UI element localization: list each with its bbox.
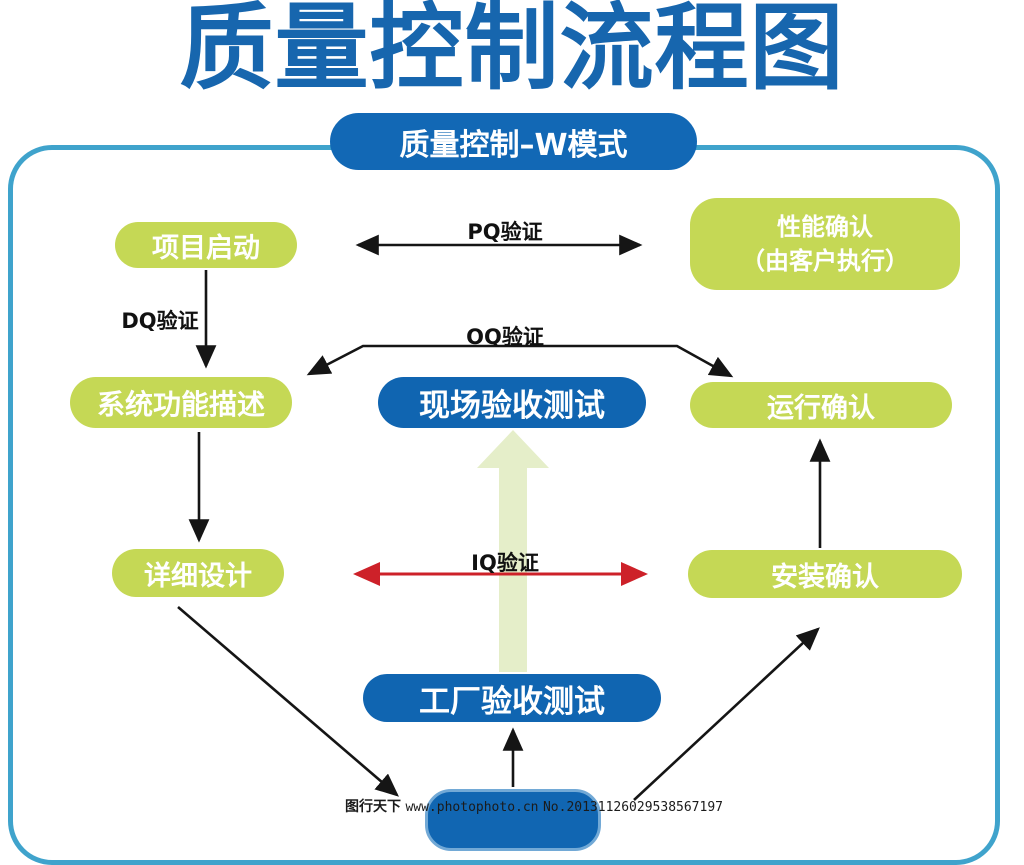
node-site-acceptance-test: 现场验收测试	[378, 377, 646, 428]
node-performance-line1: 性能确认	[777, 213, 873, 241]
watermark-url: www.photophoto.cn	[405, 800, 539, 815]
node-detailed-design: 详细设计	[112, 549, 284, 597]
oq-label: OQ验证	[466, 325, 544, 349]
pq-label: PQ验证	[467, 220, 543, 244]
node-system-function-label: 系统功能描述	[96, 387, 265, 421]
node-detailed-design-label: 详细设计	[144, 560, 252, 592]
node-project-start: 项目启动	[115, 222, 297, 268]
node-installation-confirm-label: 安装确认	[771, 561, 879, 593]
node-operation-confirm-label: 运行确认	[767, 392, 875, 424]
subtitle-text: 质量控制–W模式	[399, 127, 628, 163]
page-title: 质量控制流程图	[179, 0, 845, 103]
node-factory-acceptance-test: 工厂验收测试	[363, 674, 661, 722]
node-performance-line2: （由客户执行）	[741, 247, 909, 275]
dq-label: DQ验证	[121, 309, 199, 333]
node-site-acceptance-label: 现场验收测试	[419, 388, 605, 424]
iq-label: IQ验证	[471, 551, 539, 575]
subtitle-badge: 质量控制–W模式	[330, 113, 697, 170]
node-factory-acceptance-label: 工厂验收测试	[419, 683, 605, 720]
watermark-site: 图行天下	[345, 799, 401, 815]
node-operation-confirm: 运行确认	[690, 382, 952, 428]
node-performance-confirm: 性能确认 （由客户执行）	[690, 198, 960, 290]
watermark-serial: No.20131126029538567197	[542, 800, 723, 815]
node-installation-confirm: 安装确认	[688, 550, 962, 598]
watermark: 图行天下 www.photophoto.cn No.20131126029538…	[345, 796, 745, 816]
node-system-function: 系统功能描述	[70, 377, 292, 428]
node-project-start-label: 项目启动	[152, 232, 260, 264]
